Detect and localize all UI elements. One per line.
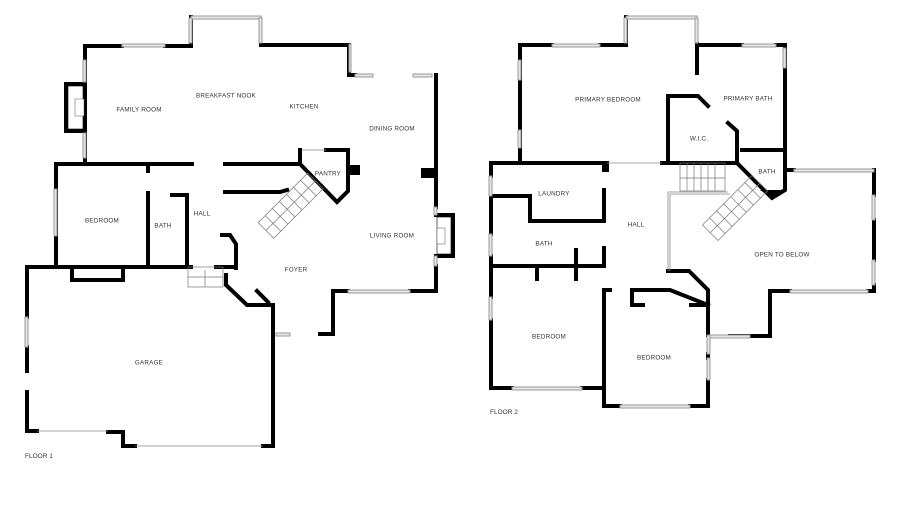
room-label-bedroom-f2-left: BEDROOM — [532, 333, 566, 341]
room-label-primary-bath: PRIMARY BATH — [723, 95, 773, 103]
room-label-bedroom-f1: BEDROOM — [85, 217, 119, 225]
room-label-open-to-below: OPEN TO BELOW — [754, 251, 810, 259]
room-label-living-room: LIVING ROOM — [369, 232, 415, 240]
room-label-foyer: FOYER — [284, 266, 308, 274]
floor-2-details — [607, 162, 769, 271]
floor-1-walls — [25, 15, 455, 448]
room-label-laundry: LAUNDRY — [538, 190, 570, 198]
room-label-bedroom-f2-right: BEDROOM — [637, 354, 671, 362]
room-label-bath-f2: BATH — [535, 240, 553, 248]
room-label-hall-f2: HALL — [627, 221, 645, 229]
floor-2-label: FLOOR 2 — [490, 409, 518, 416]
room-label-bath-f1: BATH — [154, 222, 172, 230]
floor-2-windows — [488, 15, 876, 409]
room-label-kitchen: KITCHEN — [289, 103, 319, 111]
floor-1-label: FLOOR 1 — [25, 453, 53, 460]
room-label-dining-room: DINING ROOM — [369, 125, 415, 133]
floor-1-details — [37, 85, 452, 447]
room-label-hall-f1: HALL — [193, 210, 211, 218]
room-label-garage: GARAGE — [134, 359, 164, 367]
room-label-pantry: PANTRY — [314, 170, 342, 178]
room-label-breakfast-nook: BREAKFAST NOOK — [195, 92, 257, 100]
room-label-primary-bedroom: PRIMARY BEDROOM — [575, 96, 641, 104]
floor-1-windows — [24, 15, 438, 348]
room-label-wic: W.I.C. — [689, 135, 709, 143]
room-label-family-room: FAMILY ROOM — [116, 106, 162, 114]
floor-2-walls — [489, 15, 876, 408]
room-label-bath-upper-right: BATH — [758, 168, 776, 176]
